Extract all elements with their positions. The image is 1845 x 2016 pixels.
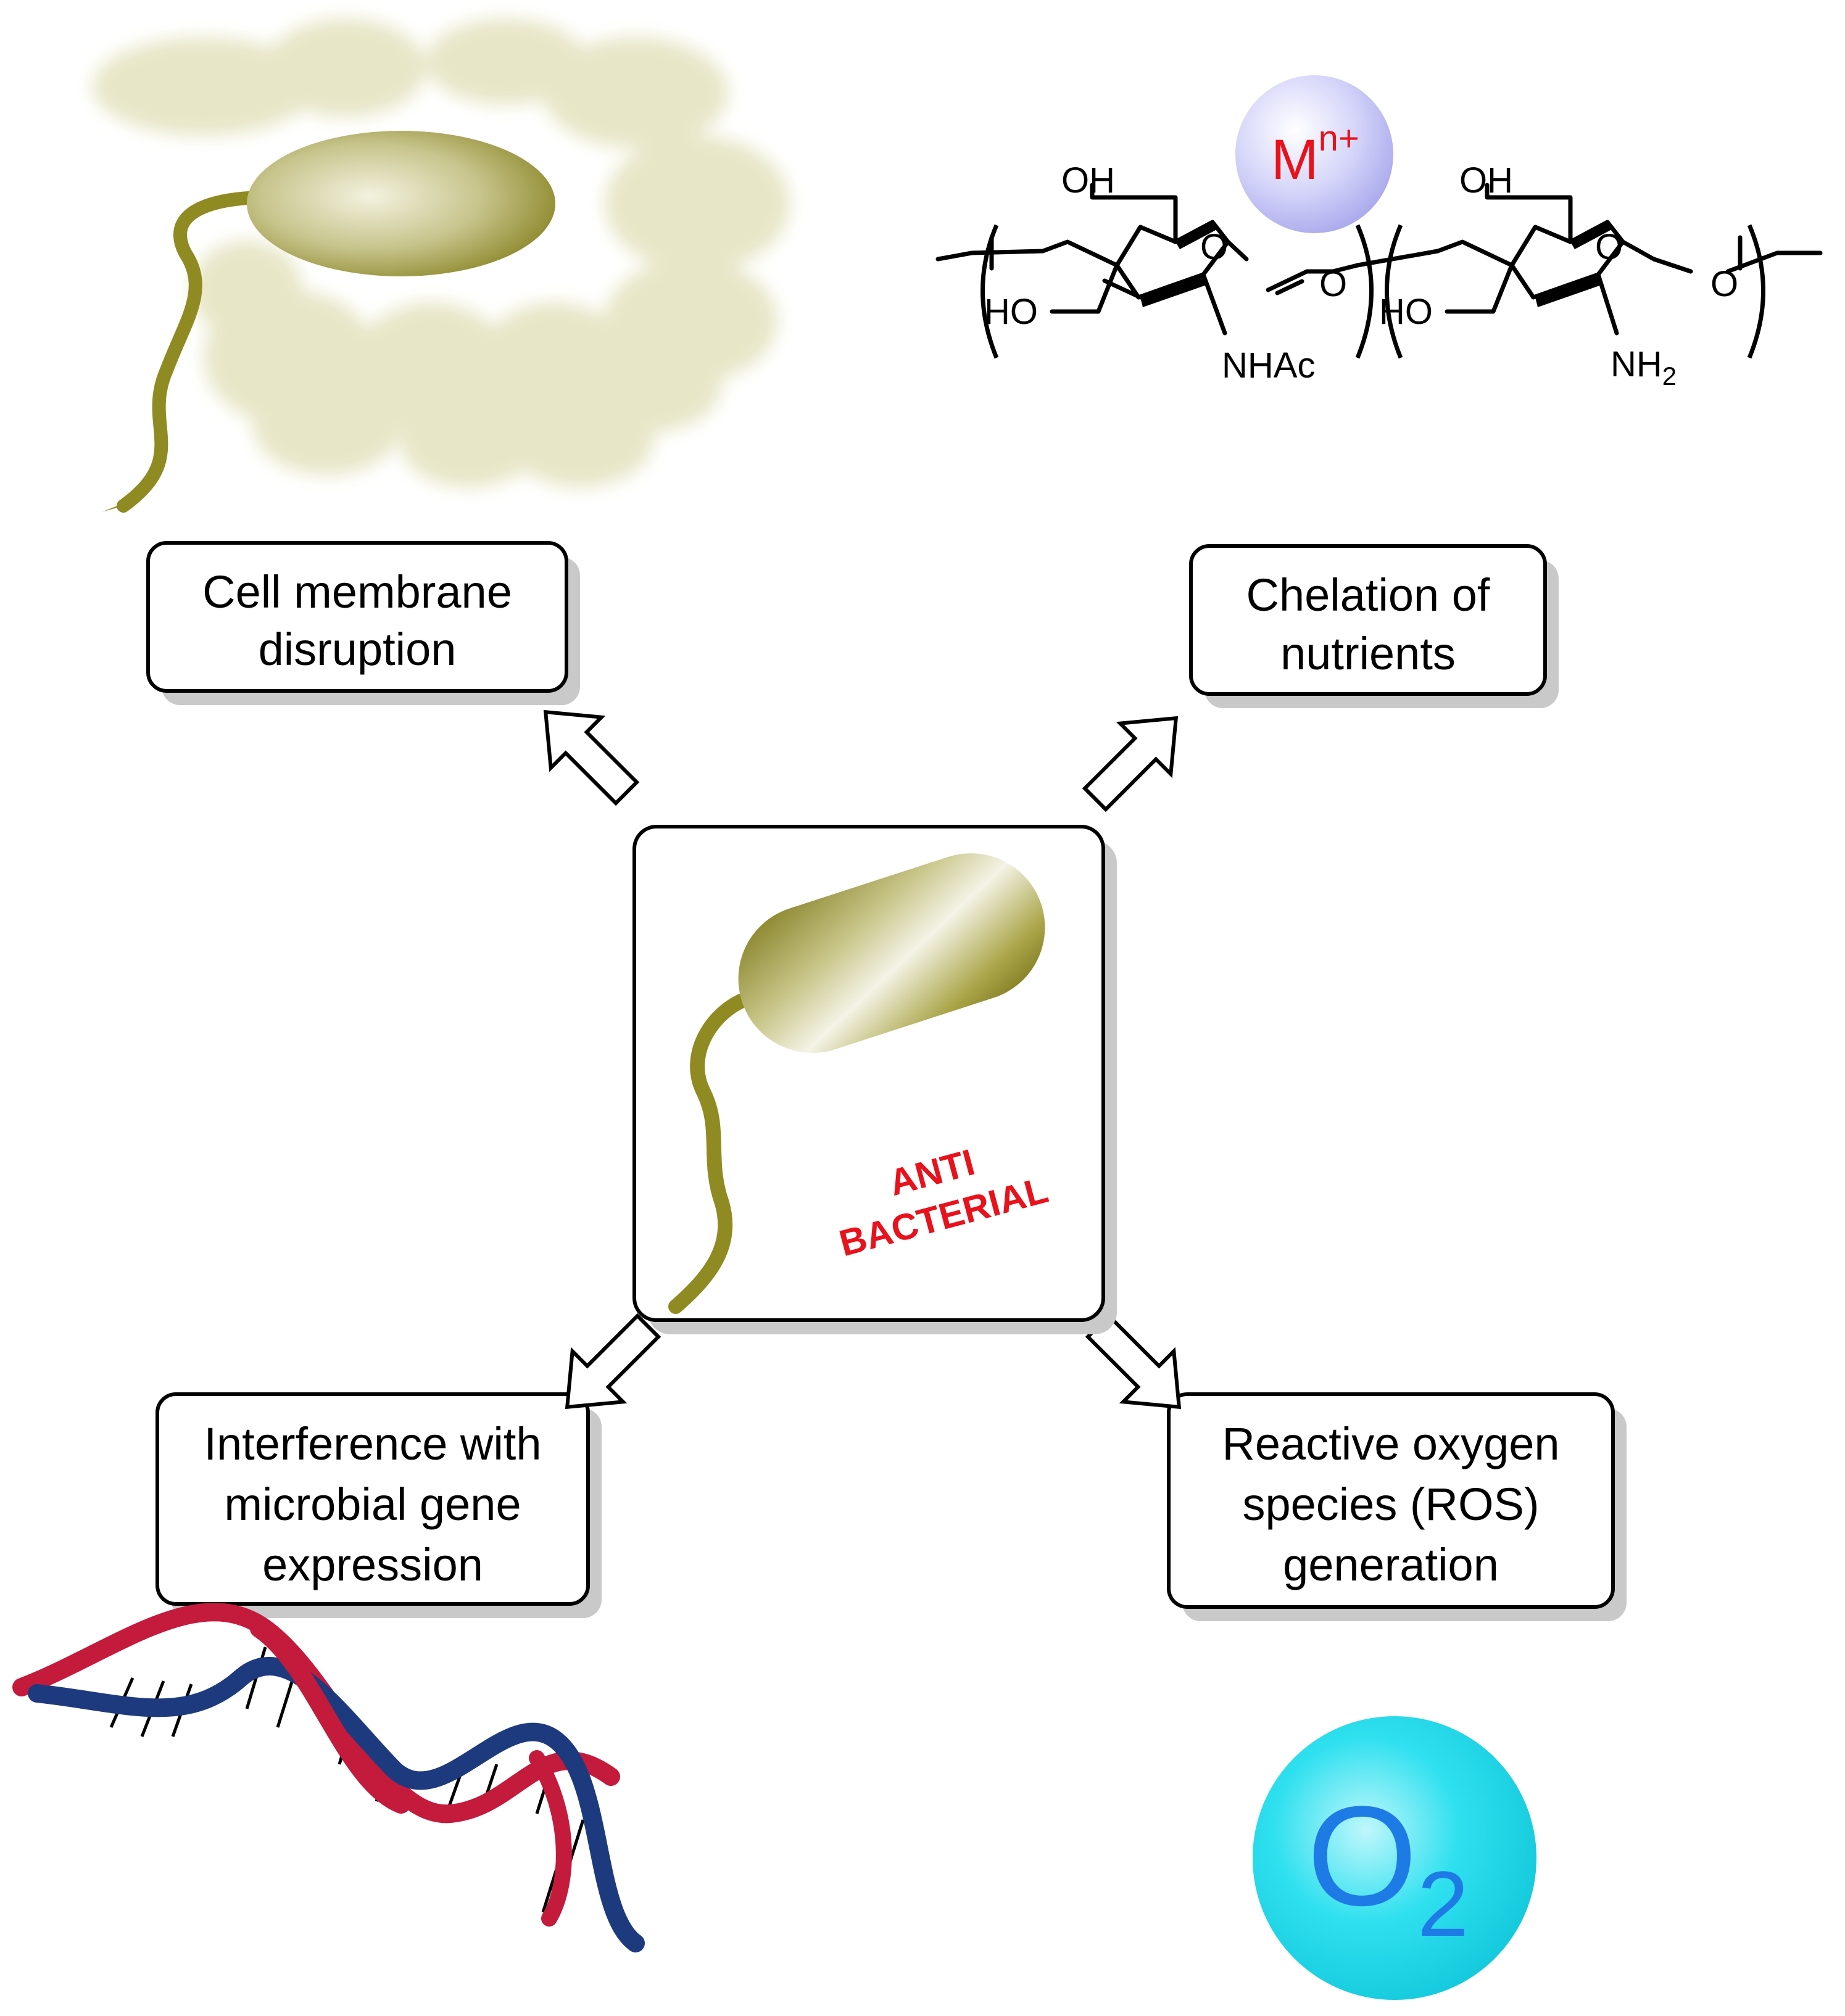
box-tl-line-2: disruption <box>259 624 457 675</box>
center-antibacterial-box: ANTI BACTERIAL <box>632 825 1117 1334</box>
box-tr-line-1: Chelation of <box>1246 569 1490 621</box>
nh2-label: NH2 <box>1611 344 1677 390</box>
cell-body <box>247 131 555 276</box>
arrow-to-bottom-left <box>565 1313 661 1410</box>
svg-text:Mn+: Mn+ <box>1271 118 1359 191</box>
oxygen-symbol: O <box>1307 1777 1417 1935</box>
metal-ion-sphere: Mn+ <box>1235 75 1393 233</box>
box-br-line-3: generation <box>1283 1539 1499 1590</box>
chitosan-structure: OH OH HO HO O O O O NHAc NH2 Mn+ <box>935 75 1823 390</box>
oxygen-sphere-icon: O2 <box>1253 1716 1536 2000</box>
arrow-to-bottom-right <box>1085 1313 1182 1410</box>
box-cell-membrane-disruption: Cell membrane disruption <box>146 541 580 705</box>
link-o-left-label: O <box>1319 264 1347 304</box>
disrupted-bacterium-icon <box>93 19 790 513</box>
nhac-label: NHAc <box>1222 345 1315 386</box>
box-gene-expression-interference: Interference with microbial gene express… <box>155 1392 602 1618</box>
ho-left-label: HO <box>984 292 1038 332</box>
link-o-right-label: O <box>1710 264 1738 304</box>
box-ros-generation: Reactive oxygen species (ROS) generation <box>1167 1392 1627 1621</box>
box-br-line-1: Reactive oxygen <box>1222 1418 1559 1469</box>
ho-right-label: HO <box>1379 292 1433 332</box>
oh-right-label: OH <box>1459 160 1513 200</box>
box-tr-line-2: nutrients <box>1280 628 1456 679</box>
box-bl-line-2: microbial gene <box>224 1479 521 1530</box>
oh-left-label: OH <box>1061 160 1115 200</box>
dna-helix-icon <box>12 1603 645 1952</box>
ring-o-left-label: O <box>1200 227 1228 267</box>
oxygen-subscript: 2 <box>1417 1852 1469 1956</box>
bacterium-icon <box>668 853 1045 1314</box>
box-br-line-2: species (ROS) <box>1242 1479 1539 1530</box>
box-bl-line-1: Interference with <box>204 1418 541 1469</box>
metal-charge: n+ <box>1319 118 1359 159</box>
svg-text:O2: O2 <box>1307 1777 1469 1956</box>
ring-o-right-label: O <box>1595 227 1623 267</box>
box-tl-line-1: Cell membrane <box>202 566 512 618</box>
box-bl-line-3: expression <box>262 1539 483 1590</box>
arrow-to-top-right <box>1082 716 1179 812</box>
metal-symbol: M <box>1271 128 1319 191</box>
box-chelation-of-nutrients: Chelation of nutrients <box>1189 544 1559 708</box>
arrow-to-top-left <box>543 709 640 806</box>
